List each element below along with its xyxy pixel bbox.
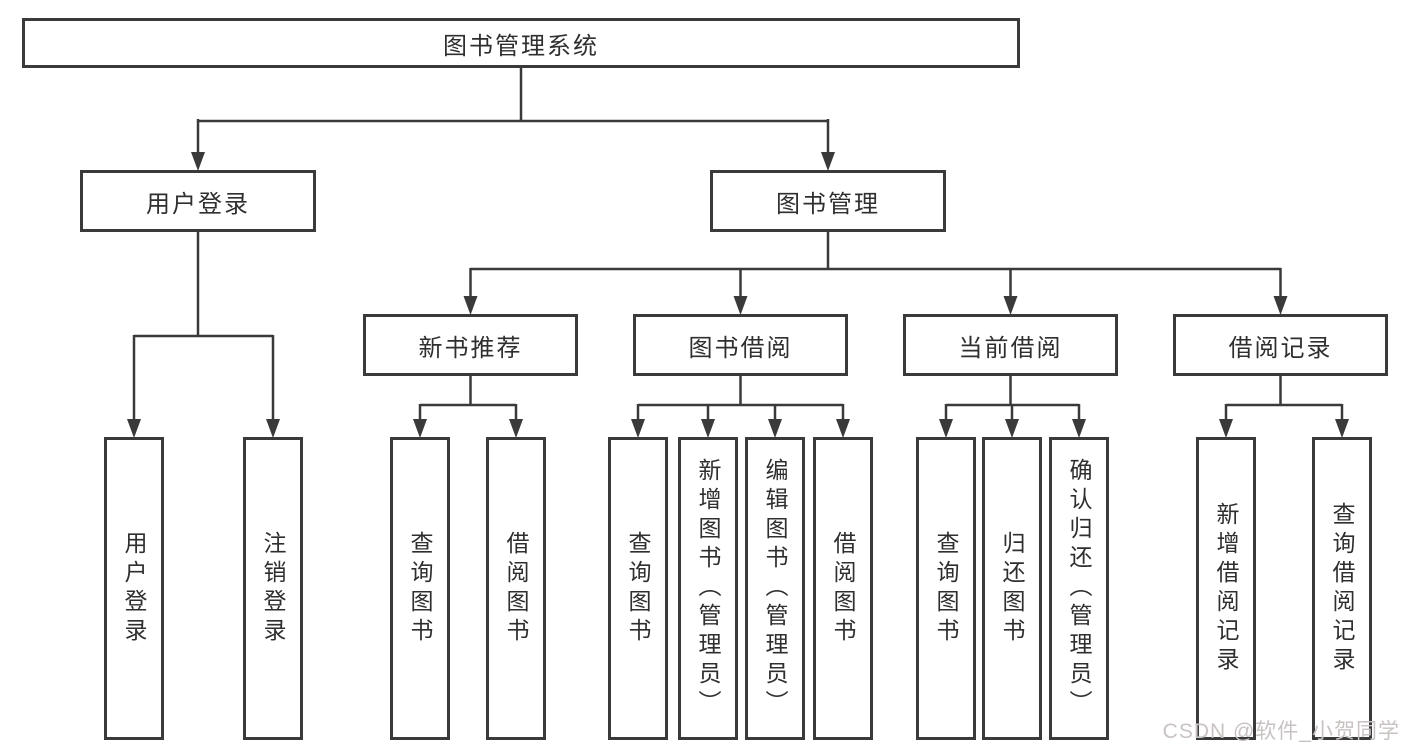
- node-user-login: 用户登录: [80, 170, 316, 232]
- node-book-borrow: 图书借阅: [633, 314, 848, 376]
- connector-book-borrow-to-leaves: [631, 376, 850, 438]
- leaf-query-books-current: 查询图书: [916, 437, 976, 740]
- leaf-query-books-borrow: 查询图书: [608, 437, 668, 740]
- leaf-user-login: 用户登录: [104, 437, 164, 740]
- node-root-system: 图书管理系统: [22, 18, 1020, 68]
- node-new-book-recommend: 新书推荐: [363, 314, 578, 376]
- leaf-add-books-admin: 新增图书（管理员）: [678, 437, 738, 740]
- connector-current-borrow-to-leaves: [939, 376, 1086, 438]
- node-borrow-records: 借阅记录: [1173, 314, 1388, 376]
- leaf-add-borrow-record: 新增借阅记录: [1196, 437, 1256, 740]
- leaf-confirm-return-admin: 确认归还（管理员）: [1049, 437, 1109, 740]
- connector-new-book-recommend-to-leaves: [413, 376, 523, 438]
- connector-borrow-records-to-leaves: [1219, 376, 1349, 438]
- leaf-query-books-recommend: 查询图书: [390, 437, 450, 740]
- csdn-watermark: CSDN @软件_小贺同学: [1162, 720, 1400, 743]
- connector-root-to-level2: [191, 68, 835, 171]
- node-current-borrow: 当前借阅: [903, 314, 1118, 376]
- leaf-edit-books-admin: 编辑图书（管理员）: [745, 437, 805, 740]
- connector-book-management-to-level3: [463, 232, 1288, 315]
- leaf-query-borrow-record: 查询借阅记录: [1312, 437, 1372, 740]
- leaf-borrow-books-recommend: 借阅图书: [486, 437, 546, 740]
- leaf-return-books: 归还图书: [982, 437, 1042, 740]
- leaf-borrow-books: 借阅图书: [813, 437, 873, 740]
- node-book-management: 图书管理: [710, 170, 946, 232]
- leaf-logout: 注销登录: [243, 437, 303, 740]
- connector-user-login-to-leaves: [127, 232, 280, 438]
